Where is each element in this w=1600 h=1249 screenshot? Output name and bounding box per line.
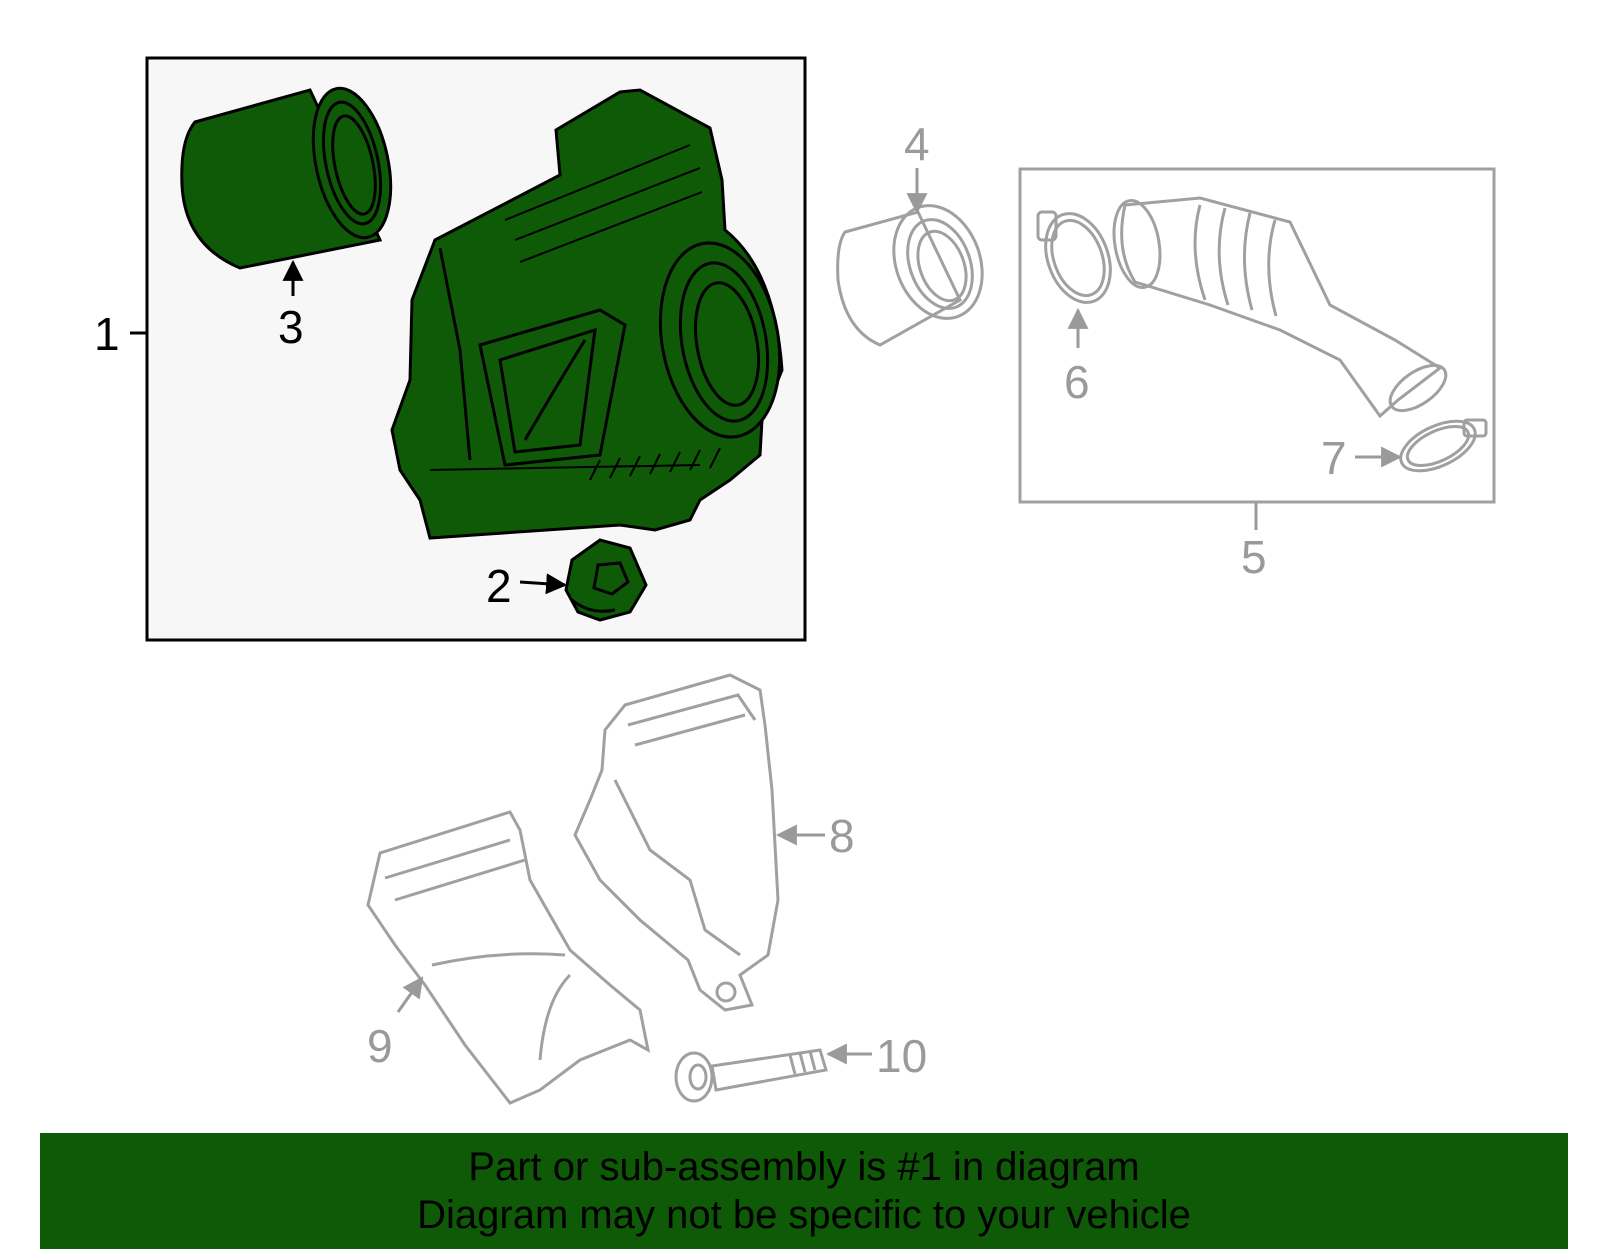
banner-line-2: Diagram may not be specific to your vehi… <box>417 1193 1191 1237</box>
clamp-part-6[interactable] <box>1034 205 1122 312</box>
callout-1[interactable]: 1 <box>94 308 120 360</box>
callout-3[interactable]: 3 <box>278 301 304 353</box>
info-banner: Part or sub-assembly is #1 in diagram Di… <box>40 1133 1568 1249</box>
callout-5[interactable]: 5 <box>1241 531 1267 583</box>
air-inlet-duct-part[interactable] <box>573 673 780 1012</box>
callout-7[interactable]: 7 <box>1321 432 1347 484</box>
clamp-part-7[interactable] <box>1393 411 1488 481</box>
duct-group-box <box>1018 167 1496 504</box>
deflector-part[interactable] <box>366 810 651 1105</box>
callout-4[interactable]: 4 <box>904 118 930 170</box>
leader-lines <box>130 168 1403 1065</box>
callout-2[interactable]: 2 <box>486 560 512 612</box>
callout-6[interactable]: 6 <box>1064 356 1090 408</box>
bolt-part[interactable] <box>674 1048 828 1103</box>
callout-8[interactable]: 8 <box>829 810 855 862</box>
callout-10[interactable]: 10 <box>876 1030 927 1082</box>
air-cleaner-housing-part[interactable] <box>390 88 794 540</box>
duct-adapter-part[interactable] <box>836 193 998 347</box>
air-filter-part[interactable] <box>180 81 403 270</box>
drain-valve-part[interactable] <box>564 538 648 622</box>
banner-line-1: Part or sub-assembly is #1 in diagram <box>468 1145 1140 1189</box>
callout-9[interactable]: 9 <box>367 1020 393 1072</box>
intake-hose-part[interactable] <box>1108 196 1454 420</box>
